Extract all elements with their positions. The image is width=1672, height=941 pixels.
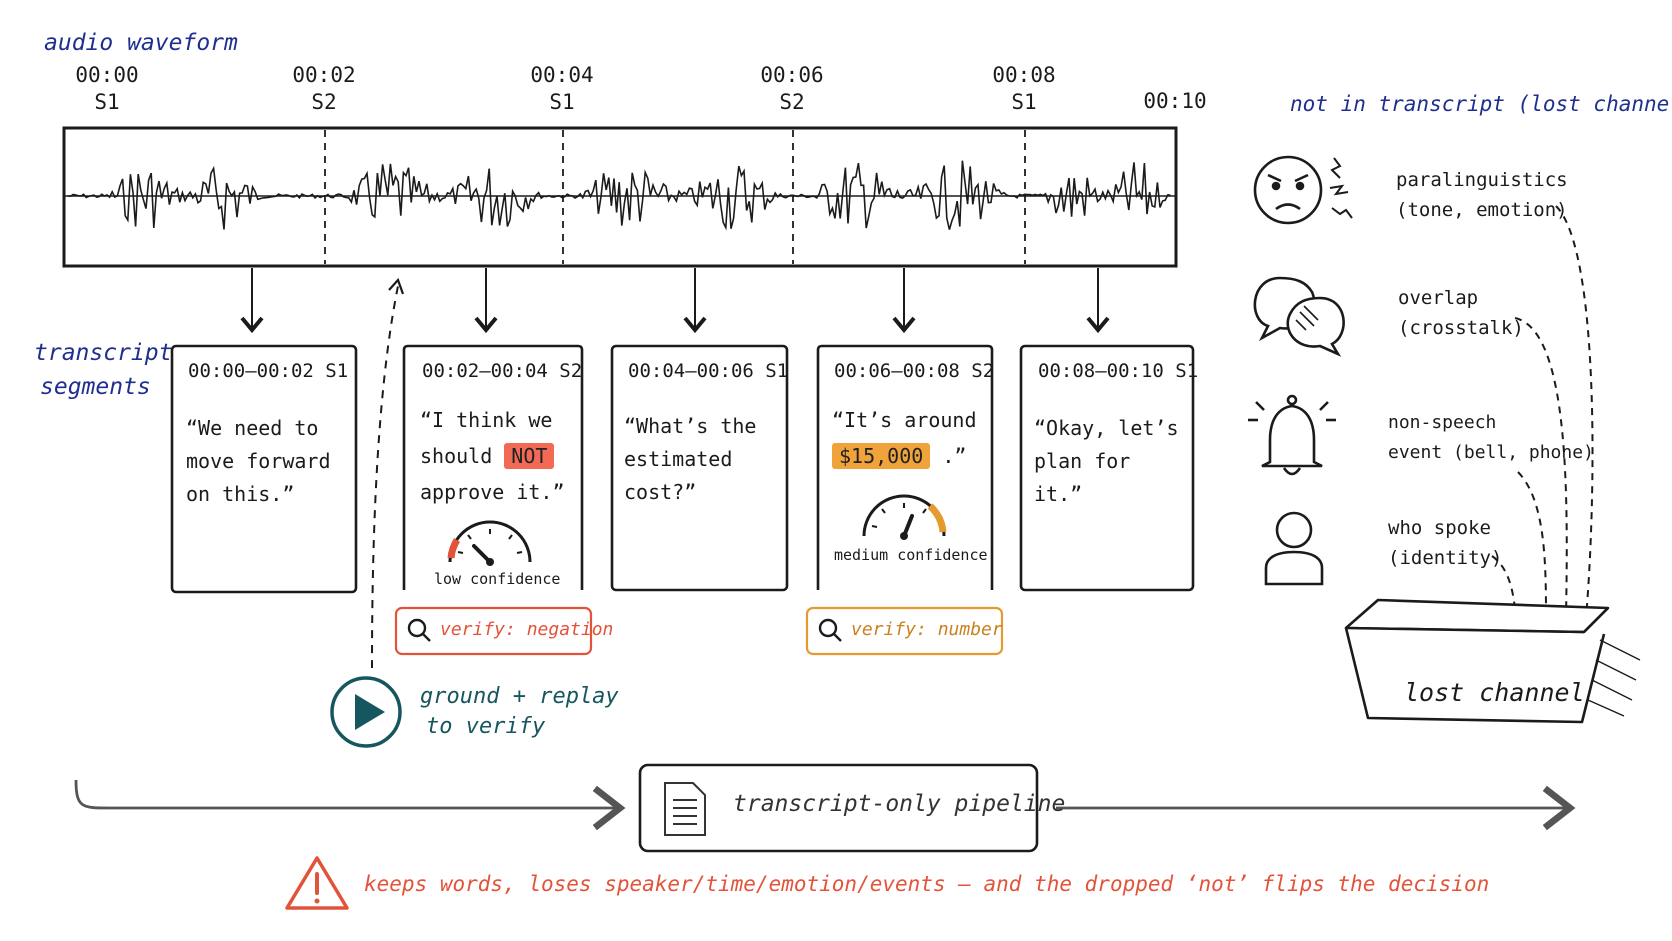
lost-channels-title: not in transcript (lost channels) <box>1290 92 1672 116</box>
number-highlight: $15,000 <box>832 443 931 469</box>
waveform-signal <box>67 160 1171 231</box>
tick-speaker: S2 <box>311 90 337 114</box>
tick-speaker: S1 <box>1011 90 1037 114</box>
verify-negation-label[interactable]: verify: negation <box>440 619 614 640</box>
verify-number-box[interactable] <box>805 606 1004 656</box>
tick-3: 00:06 S2 <box>747 62 837 116</box>
segment-1-text: “We need to move forward on this.” <box>186 416 331 506</box>
segment-box-5 <box>1019 344 1195 592</box>
lost-item-non-speech: non-speech event (bell, phone) <box>1388 412 1594 463</box>
tick-0: 00:00 S1 <box>62 62 152 116</box>
search-icon <box>407 618 431 642</box>
tick-2: 00:04 S1 <box>517 62 607 116</box>
low-confidence-label: low confidence <box>434 570 561 588</box>
tick-time: 00:06 <box>760 63 824 87</box>
tick-time: 00:02 <box>292 63 356 87</box>
tick-5: 00:10 <box>1130 88 1220 115</box>
verify-number-label[interactable]: verify: number <box>851 619 1003 640</box>
pipeline-box <box>638 763 1039 853</box>
segment-3-text: “What’s the estimated cost?” <box>624 414 757 504</box>
segment-box-3 <box>610 344 789 592</box>
play-replay-button[interactable] <box>330 676 402 748</box>
waveform-title: audio waveform <box>44 30 238 56</box>
speech-bubbles-icon <box>1253 276 1345 357</box>
medium-confidence-label: medium confidence <box>834 546 988 564</box>
tick-1: 00:02 S2 <box>279 62 369 116</box>
tick-speaker: S1 <box>94 90 120 114</box>
waveform-path <box>67 160 1171 231</box>
segment-4-header: 00:06–00:08 S2 <box>834 360 995 382</box>
tick-4: 00:08 S1 <box>979 62 1069 116</box>
tick-time: 00:08 <box>992 63 1056 87</box>
medium-confidence-gauge-icon <box>862 494 947 540</box>
tick-time: 00:10 <box>1143 89 1207 113</box>
segment-box-2 <box>402 344 584 590</box>
replay-dashed-arrow <box>371 285 399 669</box>
segment-box-1 <box>170 344 358 594</box>
document-icon <box>664 782 706 836</box>
lost-item-paralinguistics: paralinguistics (tone, emotion) <box>1396 169 1568 221</box>
lost-item-who-spoke: who spoke (identity) <box>1388 517 1503 569</box>
segment-2-header: 00:02–00:04 S2 <box>422 360 583 382</box>
search-icon <box>818 618 842 642</box>
segment-4-text: “It’s around $15,000 .” <box>832 408 977 469</box>
verify-negation-box[interactable] <box>394 606 593 656</box>
pipeline-label: transcript-only pipeline <box>733 791 1066 817</box>
warning-icon <box>285 856 349 910</box>
negation-highlight: NOT <box>504 443 555 469</box>
tick-time: 00:00 <box>75 63 139 87</box>
segment-1-header: 00:00–00:02 S1 <box>188 360 349 382</box>
segment-3-header: 00:04–00:06 S1 <box>628 360 789 382</box>
segment-2-text: “I think we should NOT approve it.” <box>420 408 565 504</box>
segment-5-text: “Okay, let’s plan for it.” <box>1034 416 1179 506</box>
segment-5-header: 00:08–00:10 S1 <box>1038 360 1199 382</box>
tick-speaker: S2 <box>779 90 805 114</box>
segment-dividers <box>324 130 1026 264</box>
lost-channel-flows <box>1491 205 1594 619</box>
lost-item-overlap: overlap (crosstalk) <box>1398 287 1524 339</box>
angry-face-icon <box>1253 155 1353 225</box>
warning-text: keeps words, loses speaker/time/emotion/… <box>364 872 1490 896</box>
segment-arrows <box>240 268 1110 334</box>
low-confidence-gauge-icon <box>447 520 532 566</box>
bell-icon <box>1248 394 1336 476</box>
waveform-box <box>62 126 1178 268</box>
replay-label: ground + replay to verify <box>420 684 619 739</box>
tick-speaker: S1 <box>549 90 575 114</box>
lost-channel-bin-icon <box>1344 598 1641 724</box>
pipeline-arrow-left <box>74 779 626 831</box>
segments-label: transcript segments <box>34 340 173 400</box>
person-icon <box>1264 511 1324 586</box>
tick-time: 00:04 <box>530 63 594 87</box>
lost-channel-bin-label: lost channel <box>1404 678 1585 707</box>
